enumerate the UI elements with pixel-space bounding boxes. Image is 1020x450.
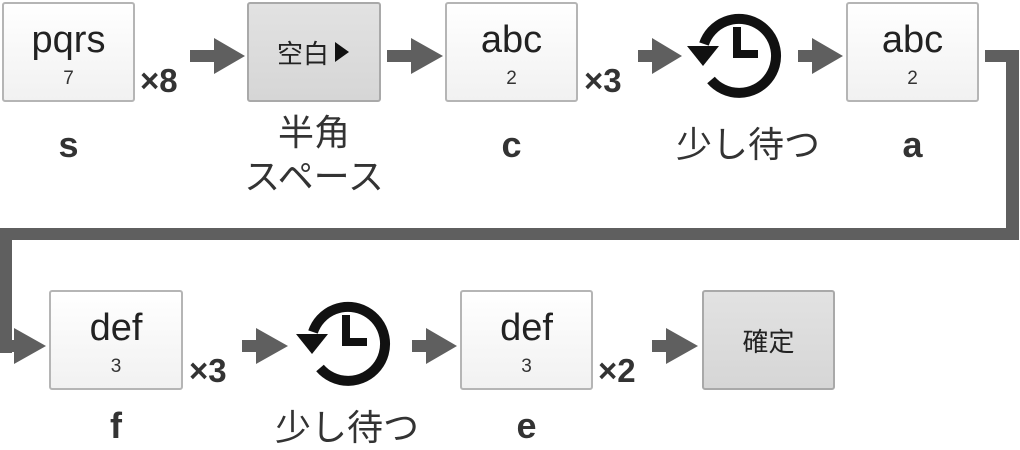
key-confirm-label: 確定 <box>742 326 795 357</box>
arrow-wait-to-def <box>412 328 457 364</box>
play-triangle-icon <box>335 42 349 62</box>
caption-space-line1: 半角 <box>277 112 350 153</box>
key-sub-label: 2 <box>506 68 517 89</box>
clock-wait-icon <box>687 13 782 98</box>
clock-wait-icon <box>296 301 391 386</box>
key-def[interactable]: def 3 <box>49 290 183 390</box>
multiplier-3: ×3 <box>189 352 227 389</box>
caption-e: e <box>516 405 537 446</box>
wrap-connector <box>0 50 1019 364</box>
multiplier-8: ×8 <box>140 62 178 99</box>
key-main-label: abc <box>480 19 543 61</box>
caption-s: s <box>58 124 79 165</box>
key-abc[interactable]: abc 2 <box>846 2 979 102</box>
key-def[interactable]: def 3 <box>460 290 593 390</box>
key-sub-label: 3 <box>110 356 122 377</box>
arrow-def-to-confirm <box>652 328 698 364</box>
key-sub-label: 7 <box>63 68 74 89</box>
key-sub-label: 2 <box>907 68 918 89</box>
arrow-wait-to-abc <box>798 38 843 74</box>
key-pqrs[interactable]: pqrs 7 <box>2 2 135 102</box>
caption-space-line2: スペース <box>244 156 384 197</box>
multiplier-3: ×3 <box>584 62 622 99</box>
multiplier-2: ×2 <box>598 352 636 389</box>
key-main-label: pqrs <box>31 19 106 61</box>
key-abc[interactable]: abc 2 <box>445 2 578 102</box>
arrow-space-to-abc <box>387 38 443 74</box>
key-confirm[interactable]: 確定 <box>702 290 835 390</box>
arrow-pqrs-to-space <box>190 38 245 74</box>
key-space[interactable]: 空白 <box>247 2 381 102</box>
key-main-label: def <box>500 307 553 349</box>
key-space-label: 空白 <box>276 38 329 69</box>
key-main-label: def <box>89 307 143 349</box>
arrow-def-mult-to-wait <box>242 328 288 364</box>
caption-wait: 少し待つ <box>675 124 820 165</box>
arrow-abc-to-wait <box>638 38 682 74</box>
key-sub-label: 3 <box>521 356 532 377</box>
caption-wait: 少し待つ <box>274 407 419 448</box>
caption-a: a <box>902 124 923 165</box>
key-main-label: abc <box>881 19 944 61</box>
caption-c: c <box>501 124 522 165</box>
caption-f: f <box>110 405 122 446</box>
